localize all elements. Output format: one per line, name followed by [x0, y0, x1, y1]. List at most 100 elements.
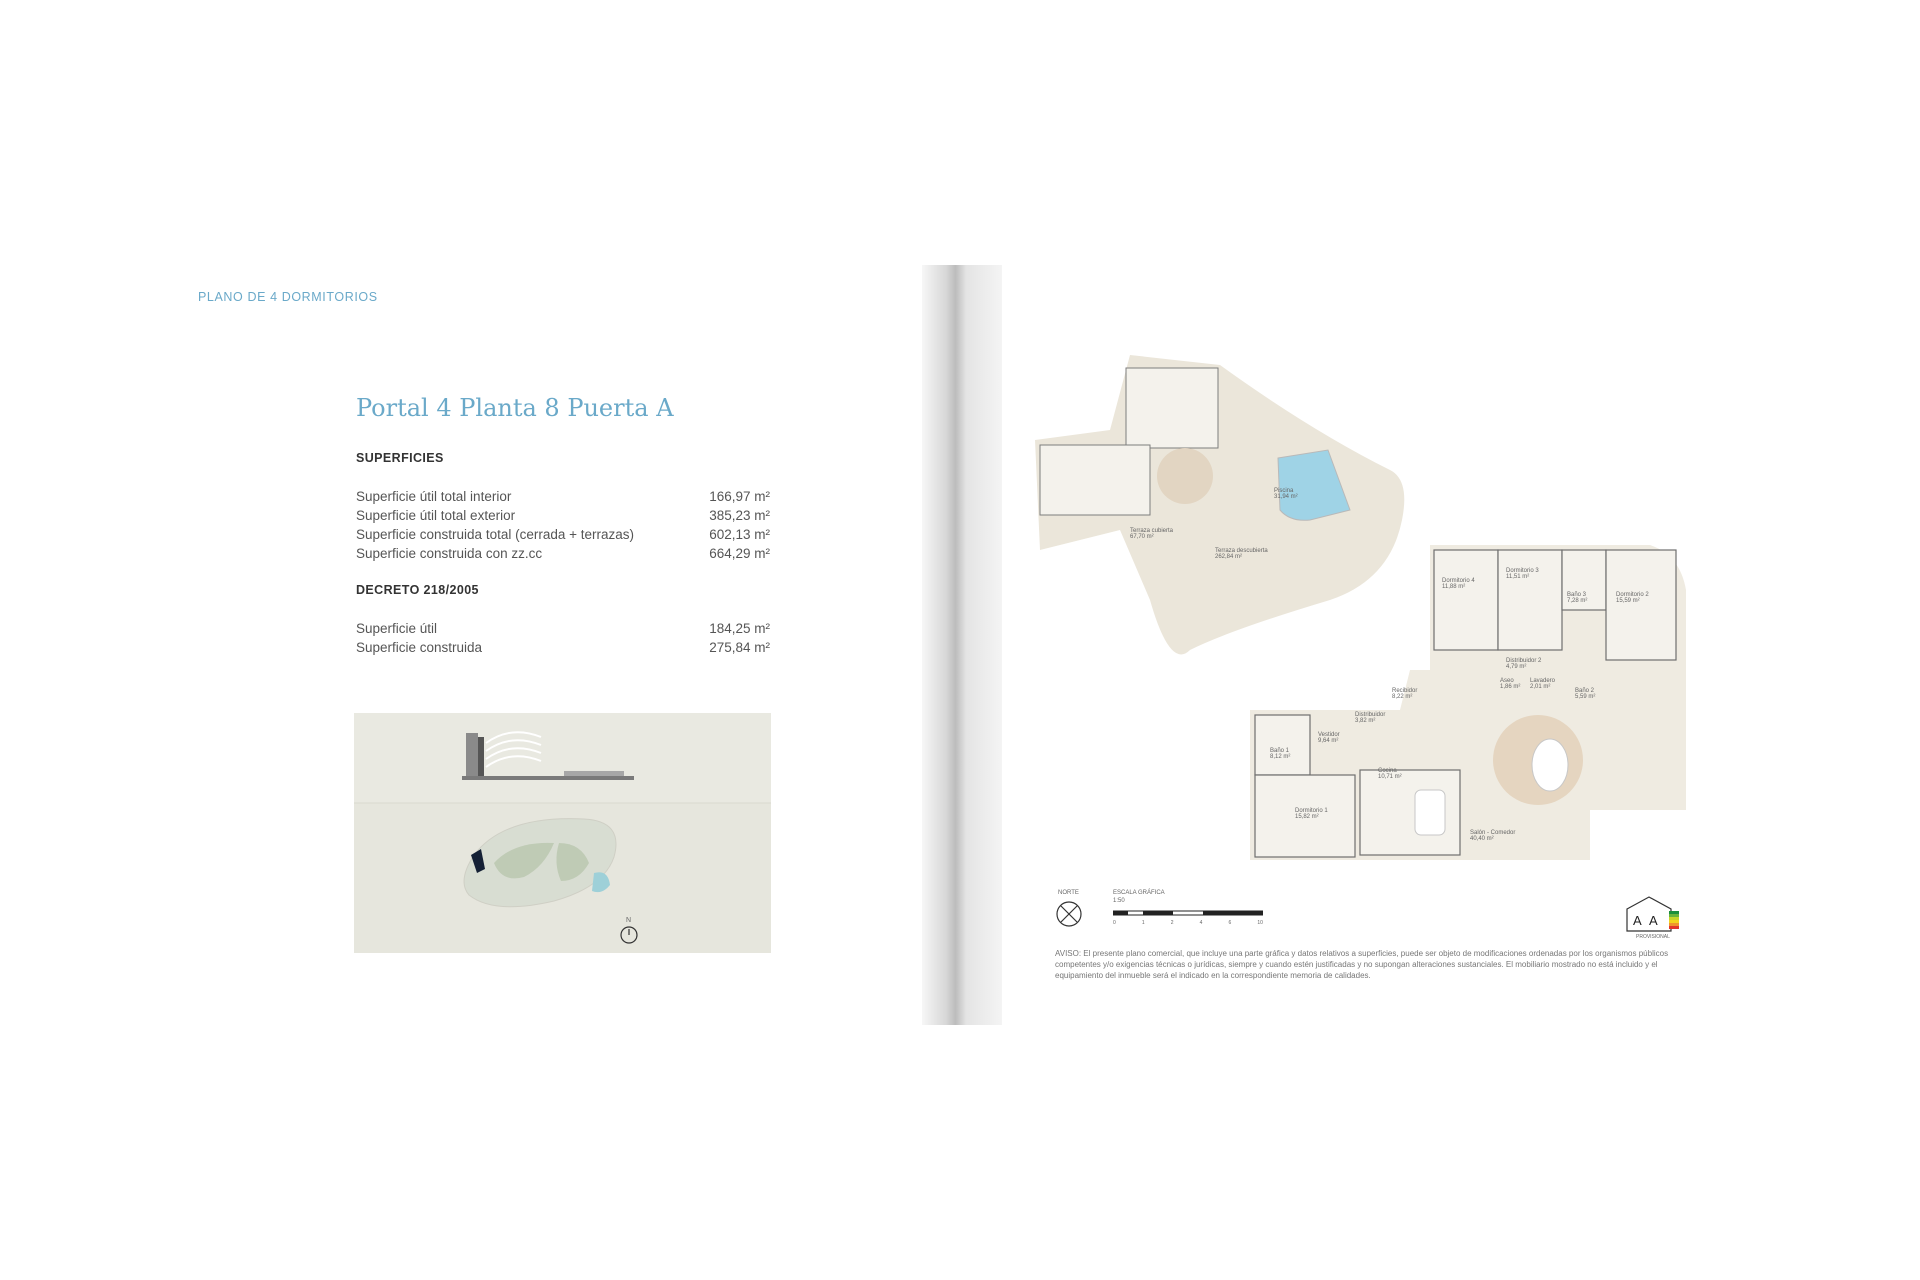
room-area: 8,12 m²: [1270, 754, 1291, 760]
room-area: 3,82 m²: [1355, 718, 1376, 724]
room-name: Terraza descubierta: [1215, 548, 1268, 554]
room-area: 15,82 m²: [1295, 814, 1319, 820]
disclaimer-text: AVISO: El presente plano comercial, que …: [1055, 949, 1669, 980]
room-name: Baño 1: [1270, 748, 1290, 754]
north-title: NORTE: [1058, 890, 1079, 896]
room-area: 1,86 m²: [1500, 684, 1521, 690]
energy-label-provisional: PROVISIONAL: [1636, 934, 1670, 940]
room-area: 31,94 m²: [1274, 494, 1298, 500]
room-name: Salón - Comedor: [1470, 830, 1516, 836]
area-value: 275,84 m²: [709, 640, 770, 655]
room-name: Baño 3: [1567, 592, 1587, 598]
room-area: 262,84 m²: [1215, 554, 1243, 560]
scale-tick: 0: [1113, 920, 1116, 926]
room-name: Recibidor: [1392, 688, 1418, 694]
floor-plan-drawing: [1035, 355, 1686, 860]
room-name: Terraza cubierta: [1130, 528, 1174, 534]
area-label: Superficie construida total (cerrada + t…: [356, 527, 635, 542]
room-area: 40,40 m²: [1470, 836, 1494, 842]
room-name: Dormitorio 3: [1506, 568, 1539, 574]
area-row: Superficie útil total interior 166,97 m²: [356, 487, 770, 506]
area-label: Superficie construida: [356, 640, 483, 655]
energy-letter-consumption: A: [1633, 913, 1642, 928]
area-label: Superficie útil total interior: [356, 489, 512, 504]
site-locator-drawing: [354, 713, 771, 944]
area-value: 664,29 m²: [709, 546, 770, 561]
room-name: Cocina: [1378, 768, 1397, 774]
area-value: 602,13 m²: [709, 527, 770, 542]
room-name: Aseo: [1500, 678, 1514, 684]
north-compass-icon: [1056, 901, 1082, 927]
room-name: Distribuidor: [1355, 712, 1386, 718]
scale-ticks: 0 1 2 4 6 10: [1113, 920, 1263, 926]
room-name: Vestidor: [1318, 732, 1340, 738]
room-area: 15,59 m²: [1616, 598, 1640, 604]
room-name: Distribuidor 2: [1506, 658, 1542, 664]
book-spine: [922, 265, 1002, 1025]
area-row: Superficie útil 184,25 m²: [356, 619, 770, 638]
decreto-heading: DECRETO 218/2005: [356, 583, 479, 597]
area-row: Superficie construida con zz.cc 664,29 m²: [356, 544, 770, 563]
scale-tick: 6: [1228, 920, 1232, 926]
decreto-list: Superficie útil 184,25 m² Superficie cons…: [356, 619, 770, 657]
area-row: Superficie construida 275,84 m²: [356, 638, 770, 657]
scale-title: ESCALA GRÁFICA: [1113, 890, 1165, 896]
section-label: PLANO DE 4 DORMITORIOS: [198, 290, 378, 304]
area-row: Superficie construida total (cerrada + t…: [356, 525, 770, 544]
energy-letter-emissions: A: [1649, 913, 1658, 928]
room-area: 2,01 m²: [1530, 684, 1551, 690]
scale-tick: 10: [1257, 920, 1263, 926]
area-label: Superficie construida con zz.cc: [356, 546, 543, 561]
room-name: Lavadero: [1530, 678, 1556, 684]
area-value: 385,23 m²: [709, 508, 770, 523]
room-area: 8,22 m²: [1392, 694, 1413, 700]
area-value: 184,25 m²: [709, 621, 770, 636]
room-area: 11,51 m²: [1506, 574, 1530, 580]
area-row: Superficie útil total exterior 385,23 m²: [356, 506, 770, 525]
page-title: Portal 4 Planta 8 Puerta A: [356, 394, 674, 422]
area-label: Superficie útil: [356, 621, 438, 636]
scale-tick: 1: [1141, 920, 1145, 926]
energy-rating-badge: A A: [1625, 895, 1681, 933]
area-label: Superficie útil total exterior: [356, 508, 516, 523]
room-area: 5,59 m²: [1575, 694, 1596, 700]
room-name: Dormitorio 2: [1616, 592, 1649, 598]
scale-subtitle: 1:50: [1113, 898, 1125, 904]
scale-tick: 4: [1199, 920, 1203, 926]
site-locator-image: N: [354, 713, 771, 953]
superficies-heading: SUPERFICIES: [356, 451, 444, 465]
room-area: 10,71 m²: [1378, 774, 1402, 780]
scale-tick: 2: [1170, 920, 1174, 926]
room-area: 7,28 m²: [1567, 598, 1588, 604]
room-area: 11,88 m²: [1442, 584, 1466, 590]
energy-house-icon: [1626, 896, 1679, 932]
room-area: 9,64 m²: [1318, 738, 1339, 744]
room-name: Baño 2: [1575, 688, 1595, 694]
room-area: 4,79 m²: [1506, 664, 1527, 670]
room-area: 67,70 m²: [1130, 534, 1154, 540]
room-name: Dormitorio 1: [1295, 808, 1328, 814]
area-value: 166,97 m²: [709, 489, 770, 504]
room-name: Dormitorio 4: [1442, 578, 1475, 584]
north-label: N: [626, 917, 632, 924]
